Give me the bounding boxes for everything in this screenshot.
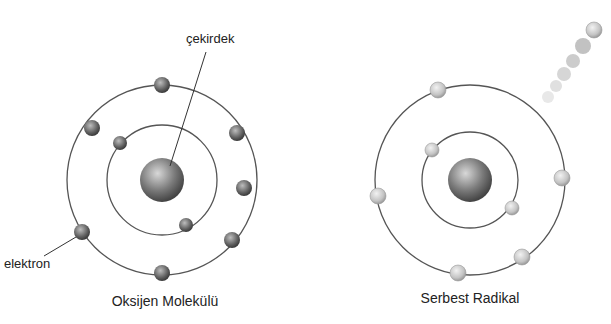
escaping-electron <box>542 22 602 103</box>
part-label: çekirdek <box>186 32 234 46</box>
leader-lines <box>44 52 206 256</box>
figure-caption: Serbest Radikal <box>421 291 520 306</box>
oxygen-atom <box>67 77 257 281</box>
part-label: elektron <box>4 257 50 271</box>
figure-caption: Oksijen Molekülü <box>112 294 219 309</box>
free-radical-atom <box>370 22 602 281</box>
